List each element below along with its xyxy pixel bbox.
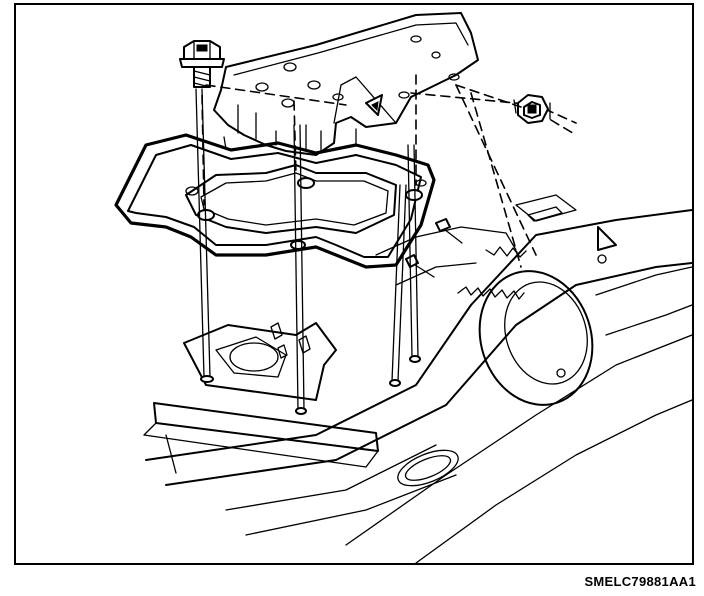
figure-frame bbox=[14, 3, 694, 565]
battery-tray bbox=[114, 130, 436, 269]
upper-mount-bracket bbox=[205, 12, 577, 156]
mounting-studs bbox=[195, 88, 421, 415]
nut bbox=[513, 94, 551, 124]
bolt bbox=[179, 40, 225, 88]
exploded-assembly-illustration bbox=[114, 12, 692, 563]
body-structure bbox=[143, 194, 692, 563]
alignment-lines bbox=[201, 74, 577, 268]
figure-code: SMELC79881AA1 bbox=[584, 574, 696, 589]
